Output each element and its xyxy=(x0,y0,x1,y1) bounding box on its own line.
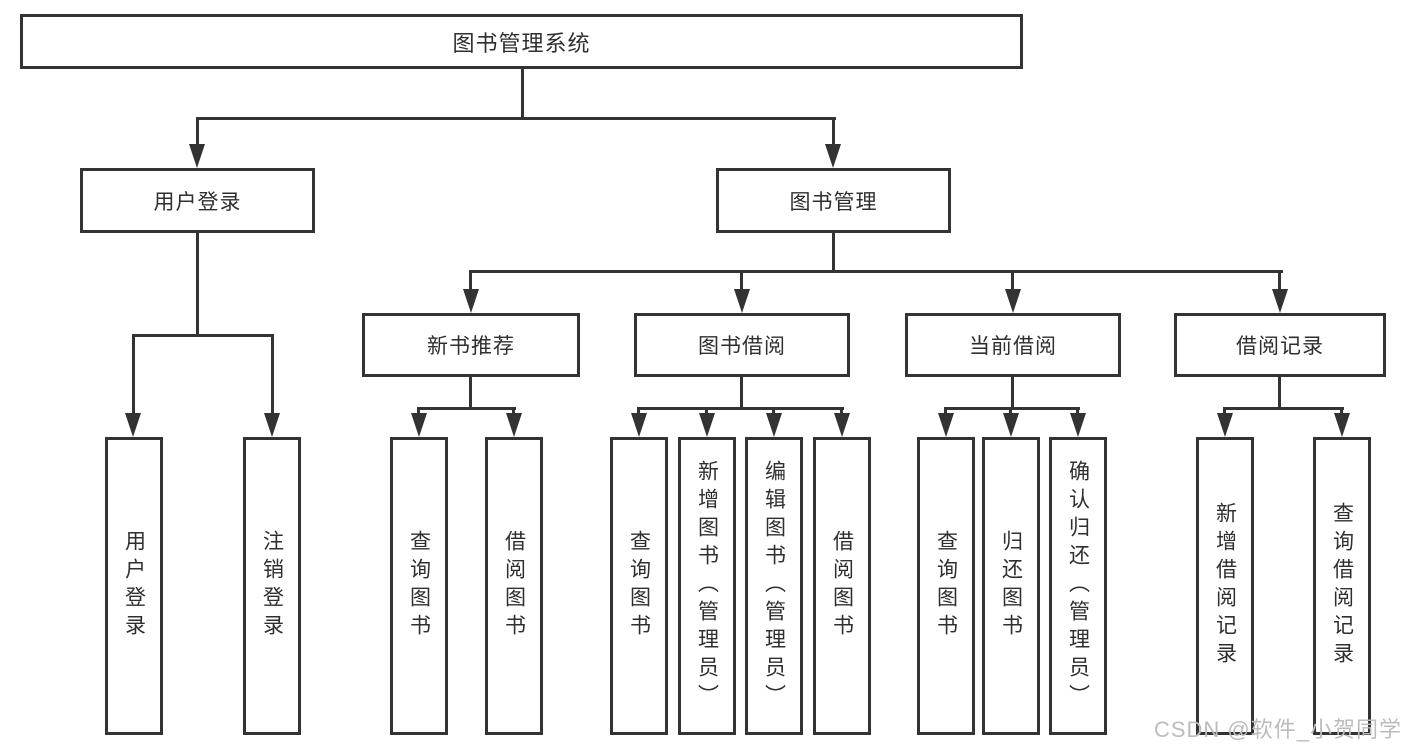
csdn-watermark: CSDN @软件_小贺同学 xyxy=(1153,717,1402,742)
arrow-down-icon xyxy=(766,413,782,437)
leaf-logout-label: 注销登录 xyxy=(260,530,284,642)
connector-user-login-hsplit xyxy=(132,334,274,337)
connector-groupB-trunk xyxy=(740,377,743,409)
connector-book-management-trunk xyxy=(832,233,835,273)
leaf-borrow-query: 查询图书 xyxy=(610,437,668,735)
connector-groupC-drop1 xyxy=(944,407,947,415)
node-user-login-label: 用户登录 xyxy=(153,190,242,214)
arrow-down-icon xyxy=(631,413,647,437)
arrow-down-icon xyxy=(1334,413,1350,437)
arrow-down-icon xyxy=(463,289,479,313)
connector-groupD-hsplit xyxy=(1223,407,1344,410)
connector-drop-book-management xyxy=(832,117,835,148)
leaf-borrow-add-admin: 新增图书（管理员） xyxy=(678,437,736,735)
leaf-current-query: 查询图书 xyxy=(917,437,975,735)
arrow-down-icon xyxy=(1005,289,1021,313)
connector-groupD-drop1 xyxy=(1223,407,1226,415)
leaf-logout: 注销登录 xyxy=(243,437,301,735)
node-book-borrow-label: 图书借阅 xyxy=(698,335,786,358)
node-book-management-label: 图书管理 xyxy=(789,190,878,214)
arrow-down-icon xyxy=(506,413,522,437)
arrow-down-icon xyxy=(938,413,954,437)
connector-groupC-trunk xyxy=(1011,377,1014,409)
connector-drop-book-borrow xyxy=(740,270,743,292)
leaf-borrow-edit-admin: 编辑图书（管理员） xyxy=(745,437,803,735)
arrow-down-icon xyxy=(1070,413,1086,437)
node-book-management: 图书管理 xyxy=(716,168,951,233)
leaf-borrow-borrow: 借阅图书 xyxy=(813,437,871,735)
node-borrow-records: 借阅记录 xyxy=(1174,313,1386,377)
connector-groupB-drop2 xyxy=(705,407,708,415)
connector-groupC-drop3 xyxy=(1076,407,1079,415)
leaf-current-confirm-admin-label: 确认归还（管理员） xyxy=(1066,460,1090,712)
leaf-newbook-borrow-label: 借阅图书 xyxy=(502,530,526,642)
leaf-user-login-label: 用户登录 xyxy=(122,530,146,642)
arrow-down-icon xyxy=(825,144,841,168)
connector-groupA-drop1 xyxy=(417,407,420,415)
node-borrow-records-label: 借阅记录 xyxy=(1236,335,1324,358)
connector-drop-borrow-records xyxy=(1278,270,1281,292)
arrow-down-icon xyxy=(1217,413,1233,437)
leaf-current-return: 归还图书 xyxy=(982,437,1040,735)
arrow-down-icon xyxy=(834,413,850,437)
leaf-borrow-edit-admin-label: 编辑图书（管理员） xyxy=(762,460,786,712)
node-root: 图书管理系统 xyxy=(20,14,1023,69)
leaf-current-return-label: 归还图书 xyxy=(999,530,1023,642)
leaf-user-login: 用户登录 xyxy=(105,437,163,735)
leaf-newbook-query-label: 查询图书 xyxy=(407,530,431,642)
arrow-down-icon xyxy=(734,289,750,313)
connector-groupB-drop4 xyxy=(840,407,843,415)
arrow-down-icon xyxy=(411,413,427,437)
node-root-label: 图书管理系统 xyxy=(452,30,591,56)
node-book-borrow: 图书借阅 xyxy=(634,313,850,377)
connector-groupB-hsplit xyxy=(637,407,844,410)
leaf-record-query-label: 查询借阅记录 xyxy=(1330,502,1354,670)
connector-drop-current-borrow xyxy=(1011,270,1014,292)
leaf-borrow-borrow-label: 借阅图书 xyxy=(830,530,854,642)
connector-drop-leaf-logout xyxy=(271,334,274,414)
node-new-book-recommend: 新书推荐 xyxy=(362,313,580,377)
connector-groupC-hsplit xyxy=(944,407,1080,410)
connector-drop-user-login xyxy=(196,117,199,148)
connector-groupD-trunk xyxy=(1278,377,1281,409)
connector-groupD-drop2 xyxy=(1340,407,1343,415)
connector-groupC-drop2 xyxy=(1009,407,1012,415)
arrow-down-icon xyxy=(125,413,141,437)
connector-groupA-hsplit xyxy=(417,407,516,410)
connector-level3-hsplit xyxy=(469,270,1283,273)
leaf-newbook-query: 查询图书 xyxy=(390,437,448,735)
connector-groupA-trunk xyxy=(469,377,472,409)
leaf-current-confirm-admin: 确认归还（管理员） xyxy=(1049,437,1107,735)
arrow-down-icon xyxy=(699,413,715,437)
leaf-borrow-add-admin-label: 新增图书（管理员） xyxy=(695,460,719,712)
connector-groupA-drop2 xyxy=(512,407,515,415)
leaf-record-add-label: 新增借阅记录 xyxy=(1213,502,1237,670)
connector-groupB-drop1 xyxy=(637,407,640,415)
connector-drop-new-book xyxy=(469,270,472,292)
connector-user-login-trunk xyxy=(196,233,199,336)
connector-root-hsplit xyxy=(196,117,836,120)
arrow-down-icon xyxy=(189,144,205,168)
node-current-borrow-label: 当前借阅 xyxy=(969,335,1057,358)
node-user-login: 用户登录 xyxy=(80,168,315,233)
leaf-current-query-label: 查询图书 xyxy=(934,530,958,642)
connector-drop-leaf-user-login xyxy=(132,334,135,414)
arrow-down-icon xyxy=(264,413,280,437)
arrow-down-icon xyxy=(1003,413,1019,437)
leaf-record-query: 查询借阅记录 xyxy=(1313,437,1371,735)
leaf-record-add: 新增借阅记录 xyxy=(1196,437,1254,735)
leaf-newbook-borrow: 借阅图书 xyxy=(485,437,543,735)
leaf-borrow-query-label: 查询图书 xyxy=(627,530,651,642)
connector-root-trunk xyxy=(521,69,524,120)
node-current-borrow: 当前借阅 xyxy=(905,313,1121,377)
arrow-down-icon xyxy=(1272,289,1288,313)
connector-groupB-drop3 xyxy=(772,407,775,415)
node-new-book-recommend-label: 新书推荐 xyxy=(427,335,515,358)
